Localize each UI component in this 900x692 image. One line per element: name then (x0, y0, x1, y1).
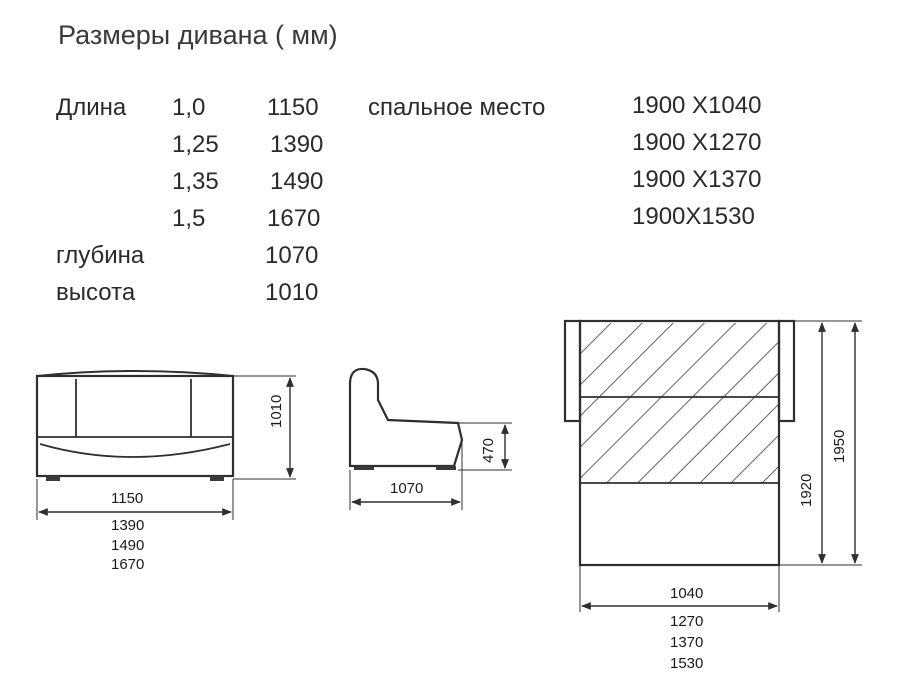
sofa-side-outline (348, 367, 464, 468)
bed-width-4: 1530 (670, 655, 704, 672)
bed-sleep-length-label: 1920 (798, 473, 815, 507)
length-label: Длина (56, 94, 127, 121)
bed-width-3: 1370 (670, 634, 704, 651)
front-width-4: 1670 (111, 556, 145, 573)
size-1: 1,0 (172, 94, 206, 121)
right-leg (210, 476, 224, 481)
length-1: 1150 (267, 94, 319, 121)
front-width-3: 1490 (111, 537, 145, 554)
length-2: 1390 (270, 131, 324, 158)
sleep-size-2: 1900 X1270 (632, 129, 762, 156)
sofa-front-outline (35, 374, 235, 478)
bed-hatch-area (580, 323, 779, 483)
front-width-1: 1150 (111, 490, 144, 507)
sleep-size-1: 1900 X1040 (632, 92, 762, 119)
bed-left-arm (563, 319, 582, 423)
bed-right-arm (777, 319, 796, 423)
side-height-label: 470 (480, 437, 497, 463)
height-value: 1010 (265, 279, 319, 306)
left-leg (46, 476, 60, 481)
bed-total-length-label: 1950 (831, 429, 848, 463)
size-3: 1,35 (172, 168, 219, 195)
length-4: 1670 (267, 205, 321, 232)
sleeping-label: спальное место (368, 94, 546, 121)
page-title: Размеры дивана ( мм) (58, 20, 338, 50)
front-height-label: 1010 (268, 394, 285, 428)
size-2: 1,25 (172, 131, 219, 158)
bed-outline (578, 319, 781, 567)
bed-width-2: 1270 (670, 613, 704, 630)
side-view (348, 367, 512, 510)
sleep-size-4: 1900X1530 (632, 203, 755, 230)
depth-label: глубина (56, 242, 145, 269)
height-label: высота (56, 279, 136, 306)
side-depth-label: 1070 (390, 480, 424, 497)
size-4: 1,5 (172, 205, 206, 232)
bed-width-1: 1040 (670, 585, 704, 602)
bed-view (563, 319, 862, 612)
depth-value: 1070 (265, 242, 319, 269)
front-view (35, 370, 296, 520)
sleep-size-3: 1900 X1370 (632, 166, 762, 193)
seat-curve (39, 443, 231, 458)
length-3: 1490 (270, 168, 324, 195)
front-width-2: 1390 (111, 517, 145, 534)
